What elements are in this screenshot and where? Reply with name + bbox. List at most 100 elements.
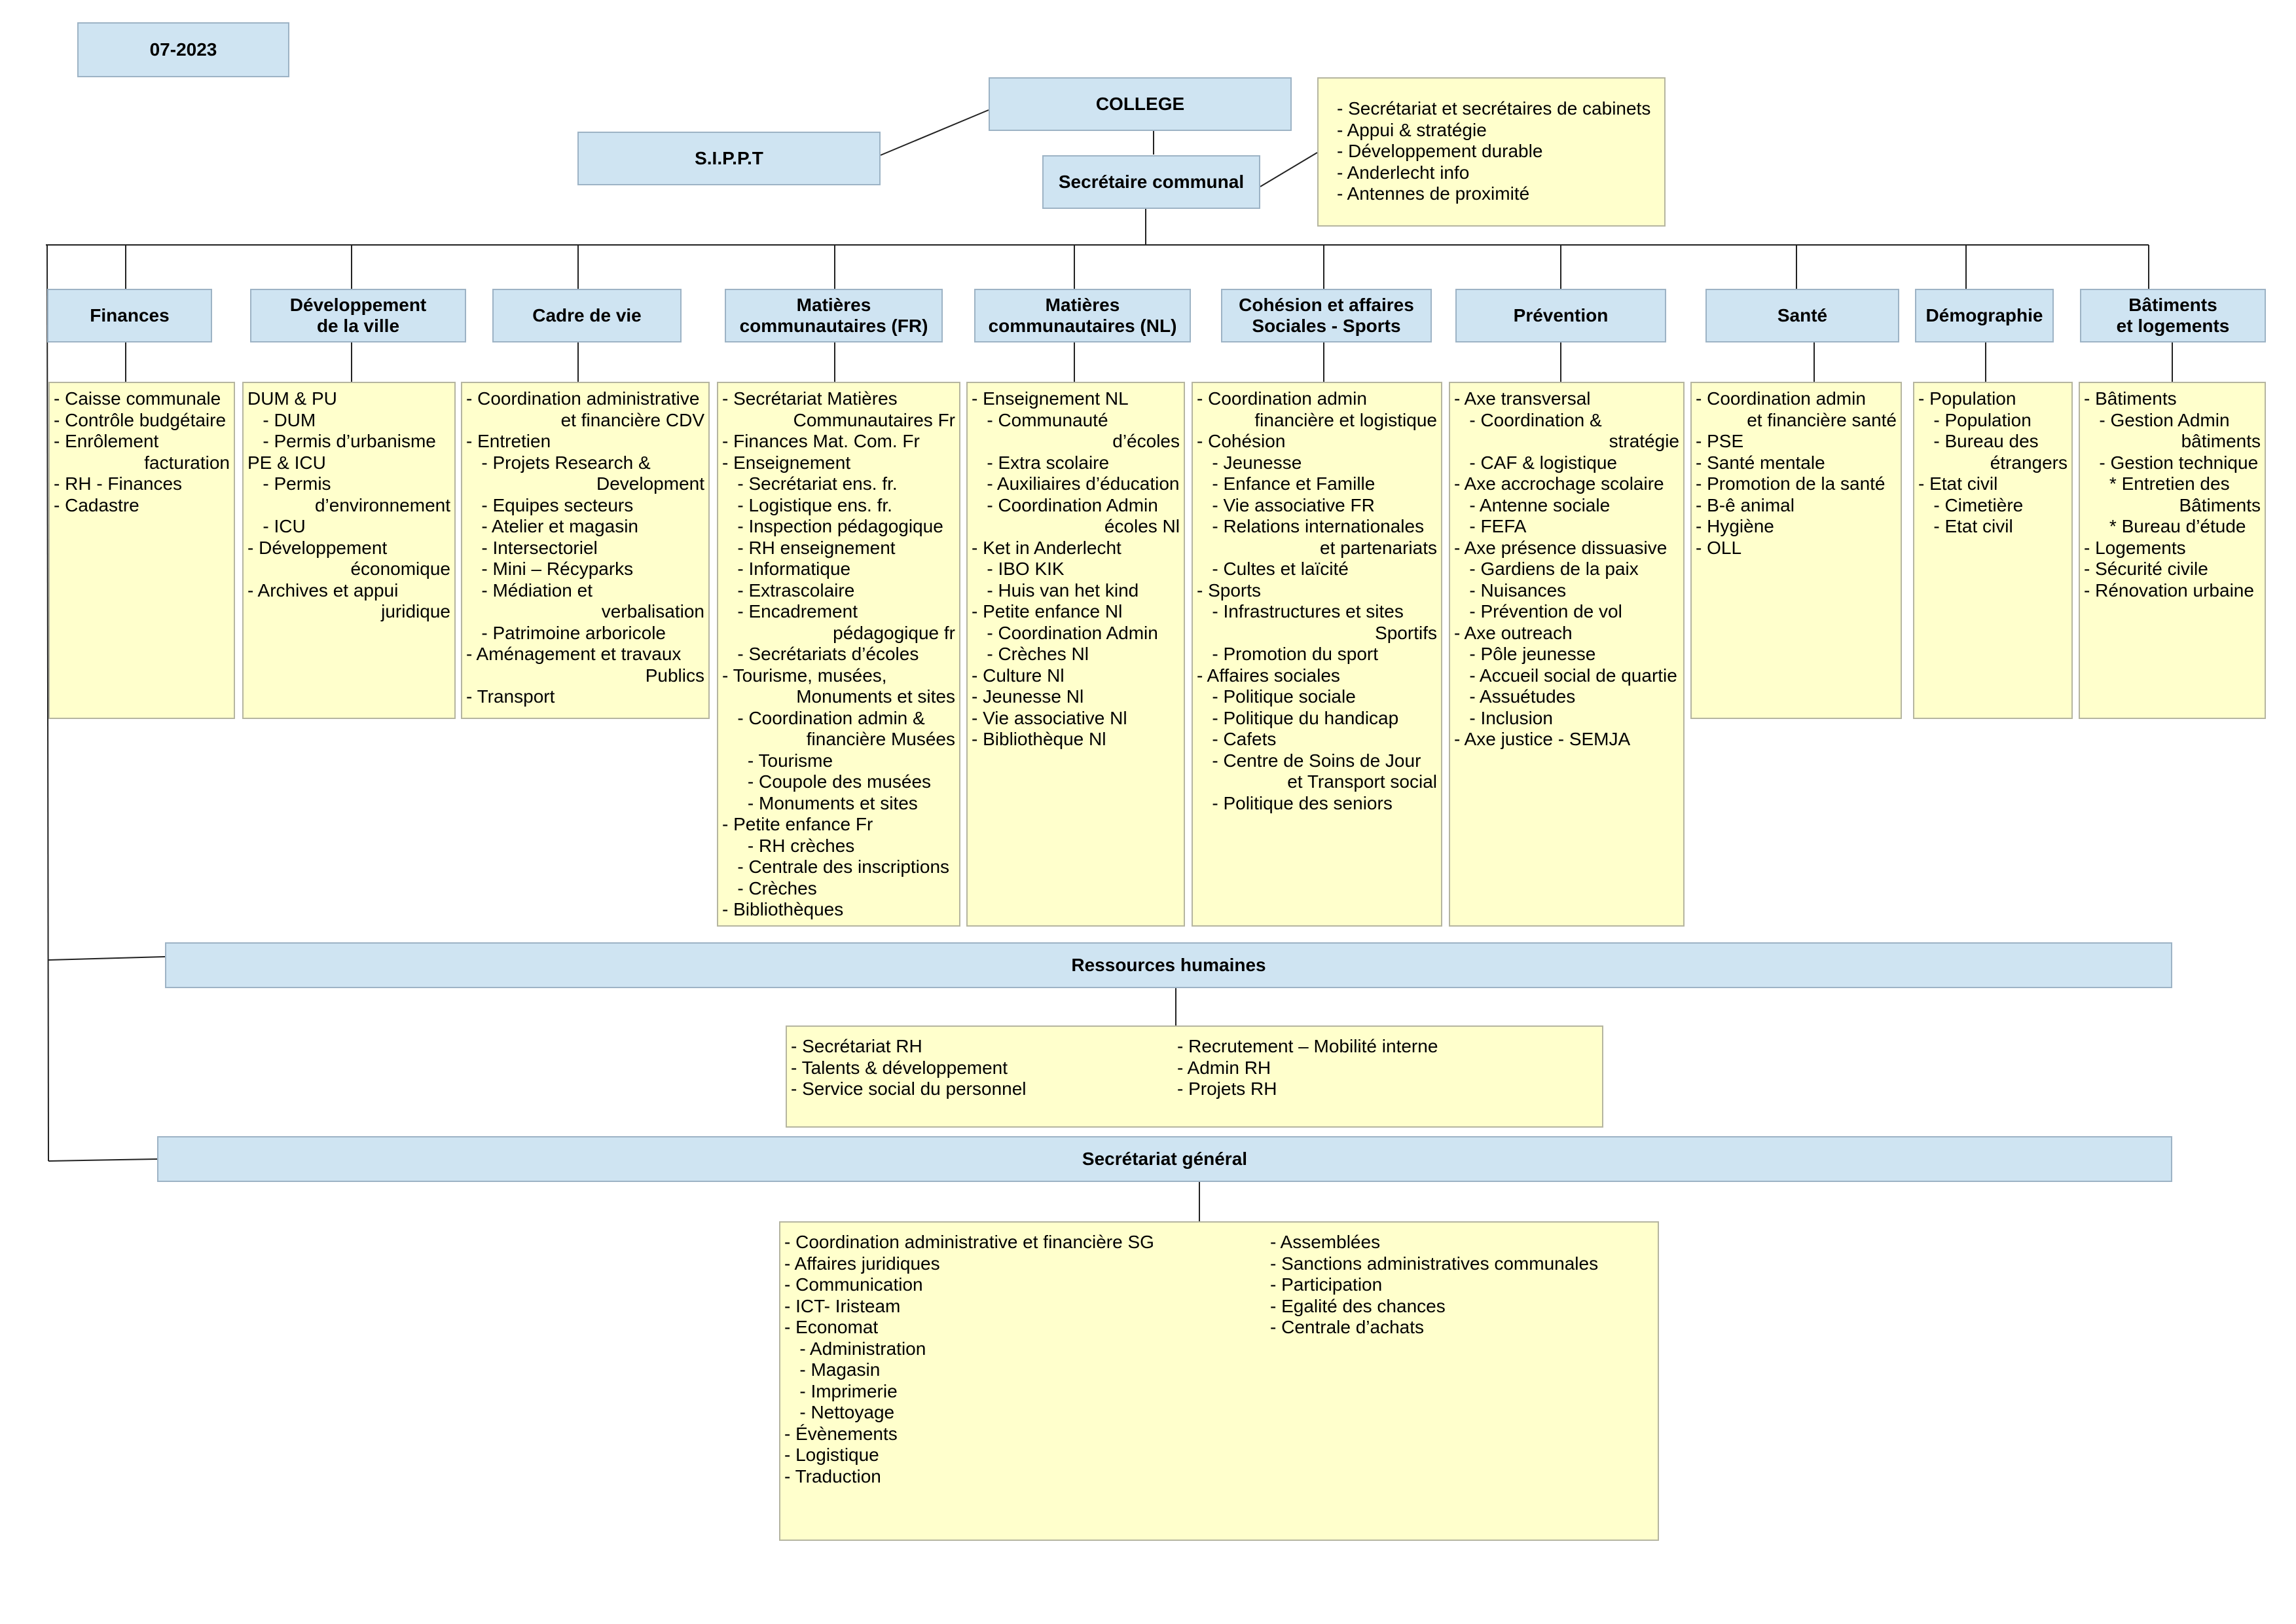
list-item: - Centrale d’achats	[1270, 1317, 1425, 1337]
list-item: - Politique sociale	[1197, 686, 1356, 707]
list-item: - Politique du handicap	[1197, 707, 1399, 728]
list-item: d’écoles	[1112, 431, 1180, 451]
list-item: - Magasin	[784, 1359, 881, 1380]
list-item: pédagogique fr	[833, 622, 955, 643]
list-item: - Axe transversal	[1454, 388, 1591, 409]
list-item: d’environnement	[314, 494, 450, 515]
list-item: - Cultes et laïcité	[1197, 559, 1349, 579]
list-item: - Évènements	[784, 1423, 898, 1444]
list-item: - Inspection pédagogique	[722, 516, 943, 536]
list-item: - Atelier et magasin	[466, 516, 639, 536]
list-item: - CAF & logistique	[1454, 452, 1617, 473]
list-item: - Prévention de vol	[1454, 601, 1622, 621]
list-item: - Crèches	[722, 877, 817, 898]
list-item: - Coupole des musées	[722, 771, 932, 792]
list-item: - Population	[1918, 388, 2016, 409]
list-item: - OLL	[1696, 537, 1742, 558]
list-item: - Centrale des inscriptions	[722, 857, 950, 877]
list-item: - Santé mentale	[1696, 452, 1825, 473]
list-item: - Pôle jeunesse	[1454, 644, 1596, 664]
list-item: - Cafets	[1197, 729, 1277, 749]
list-item: - Logistique ens. fr.	[722, 494, 892, 515]
list-item: DUM & PU	[247, 388, 337, 409]
sg-notes: - Coordination administrative et financi…	[779, 1221, 1659, 1541]
list-item: - Caisse communale	[54, 388, 221, 409]
list-item: - Bibliothèque Nl	[972, 729, 1106, 749]
line-left-trunk	[46, 244, 49, 1162]
list-item: PE & ICU	[247, 452, 326, 473]
list-item: - PSE	[1696, 431, 1744, 451]
list-item: - ICU	[247, 516, 306, 536]
list-item: - Projets Research &	[466, 452, 651, 473]
list-item: Publics	[645, 665, 704, 686]
list-item: bâtiments	[2181, 431, 2261, 451]
list-item: - Coordination admin	[1197, 388, 1367, 409]
list-item: - Axe présence dissuasive	[1454, 537, 1667, 558]
list-item: - Huis van het kind	[972, 580, 1139, 600]
college-box: COLLEGE	[989, 77, 1292, 131]
dept-demographie-header: Démographie	[1915, 289, 2054, 342]
list-item: - RH - Finances	[54, 473, 183, 494]
list-item: - Bureau des	[1918, 431, 2039, 451]
list-item: - Politique des seniors	[1197, 792, 1393, 813]
list-item: - Secrétariats d’écoles	[722, 644, 919, 664]
list-item: - Hygiène	[1696, 516, 1774, 536]
list-item: - Vie associative FR	[1197, 494, 1375, 515]
rh-header: Ressources humaines	[165, 942, 2172, 988]
list-item: écoles Nl	[1104, 516, 1180, 536]
list-item: Bâtiments	[2179, 494, 2261, 515]
list-item: - Secrétariat Matières	[722, 388, 898, 409]
list-item: et financière santé	[1747, 409, 1897, 430]
list-item: économique	[350, 559, 450, 579]
list-item: - Développement durable	[1337, 141, 1543, 161]
rh-notes-right: - Recrutement – Mobilité interne- Admin …	[1177, 1036, 1438, 1100]
list-item: - Coordination Admin	[972, 494, 1158, 515]
list-item: - Infrastructures et sites	[1197, 601, 1404, 621]
list-item: - Aménagement et travaux	[466, 644, 682, 664]
sg-header: Secrétariat général	[157, 1136, 2172, 1182]
list-item: - Secrétariat ens. fr.	[722, 473, 898, 494]
list-item: - Coordination Admin	[972, 622, 1158, 643]
list-item: - Bibliothèques	[722, 899, 844, 919]
list-item: - RH enseignement	[722, 537, 896, 558]
list-item: - Enrôlement	[54, 431, 159, 451]
list-item: - Nettoyage	[784, 1402, 895, 1422]
list-item: - B-ê animal	[1696, 494, 1795, 515]
dept-matieres-nl-header: Matières communautaires (NL)	[974, 289, 1191, 342]
list-item: juridique	[381, 601, 450, 621]
list-item: - Affaires sociales	[1197, 665, 1340, 686]
list-item: - Rénovation urbaine	[2084, 580, 2254, 600]
list-item: - Anderlecht info	[1337, 162, 1470, 183]
list-item: - Etat civil	[1918, 473, 1998, 494]
list-item: - Intersectoriel	[466, 537, 598, 558]
list-item: - Coordination admin &	[722, 707, 925, 728]
list-item: - Assuétudes	[1454, 686, 1576, 707]
list-item: - Sécurité civile	[2084, 559, 2208, 579]
list-item: Sportifs	[1375, 622, 1437, 643]
list-item: - Nuisances	[1454, 580, 1567, 600]
list-item: - Petite enfance Nl	[972, 601, 1123, 621]
list-item: - Antenne sociale	[1454, 494, 1611, 515]
list-item: - ICT- Iristeam	[784, 1295, 901, 1316]
dept-sante-header: Santé	[1705, 289, 1899, 342]
list-item: - Coordination admin	[1696, 388, 1866, 409]
list-item: - Egalité des chances	[1270, 1295, 1446, 1316]
list-item: - Enseignement	[722, 452, 851, 473]
list-item: - Secrétariat RH	[791, 1036, 922, 1056]
list-item: financière Musées	[806, 729, 955, 749]
list-item: facturation	[144, 452, 230, 473]
list-item: - Permis d’urbanisme	[247, 431, 436, 451]
list-item: - Culture Nl	[972, 665, 1065, 686]
line-secretaire-notes	[1260, 152, 1318, 187]
list-item: - Développement	[247, 537, 388, 558]
list-item: - Finances Mat. Com. Fr	[722, 431, 920, 451]
list-item: - Etat civil	[1918, 516, 2013, 536]
secretaire-communal-box: Secrétaire communal	[1042, 155, 1260, 209]
line-trunk-sg	[48, 1158, 158, 1162]
list-item: étrangers	[1990, 452, 2068, 473]
list-item: - Axe justice - SEMJA	[1454, 729, 1631, 749]
